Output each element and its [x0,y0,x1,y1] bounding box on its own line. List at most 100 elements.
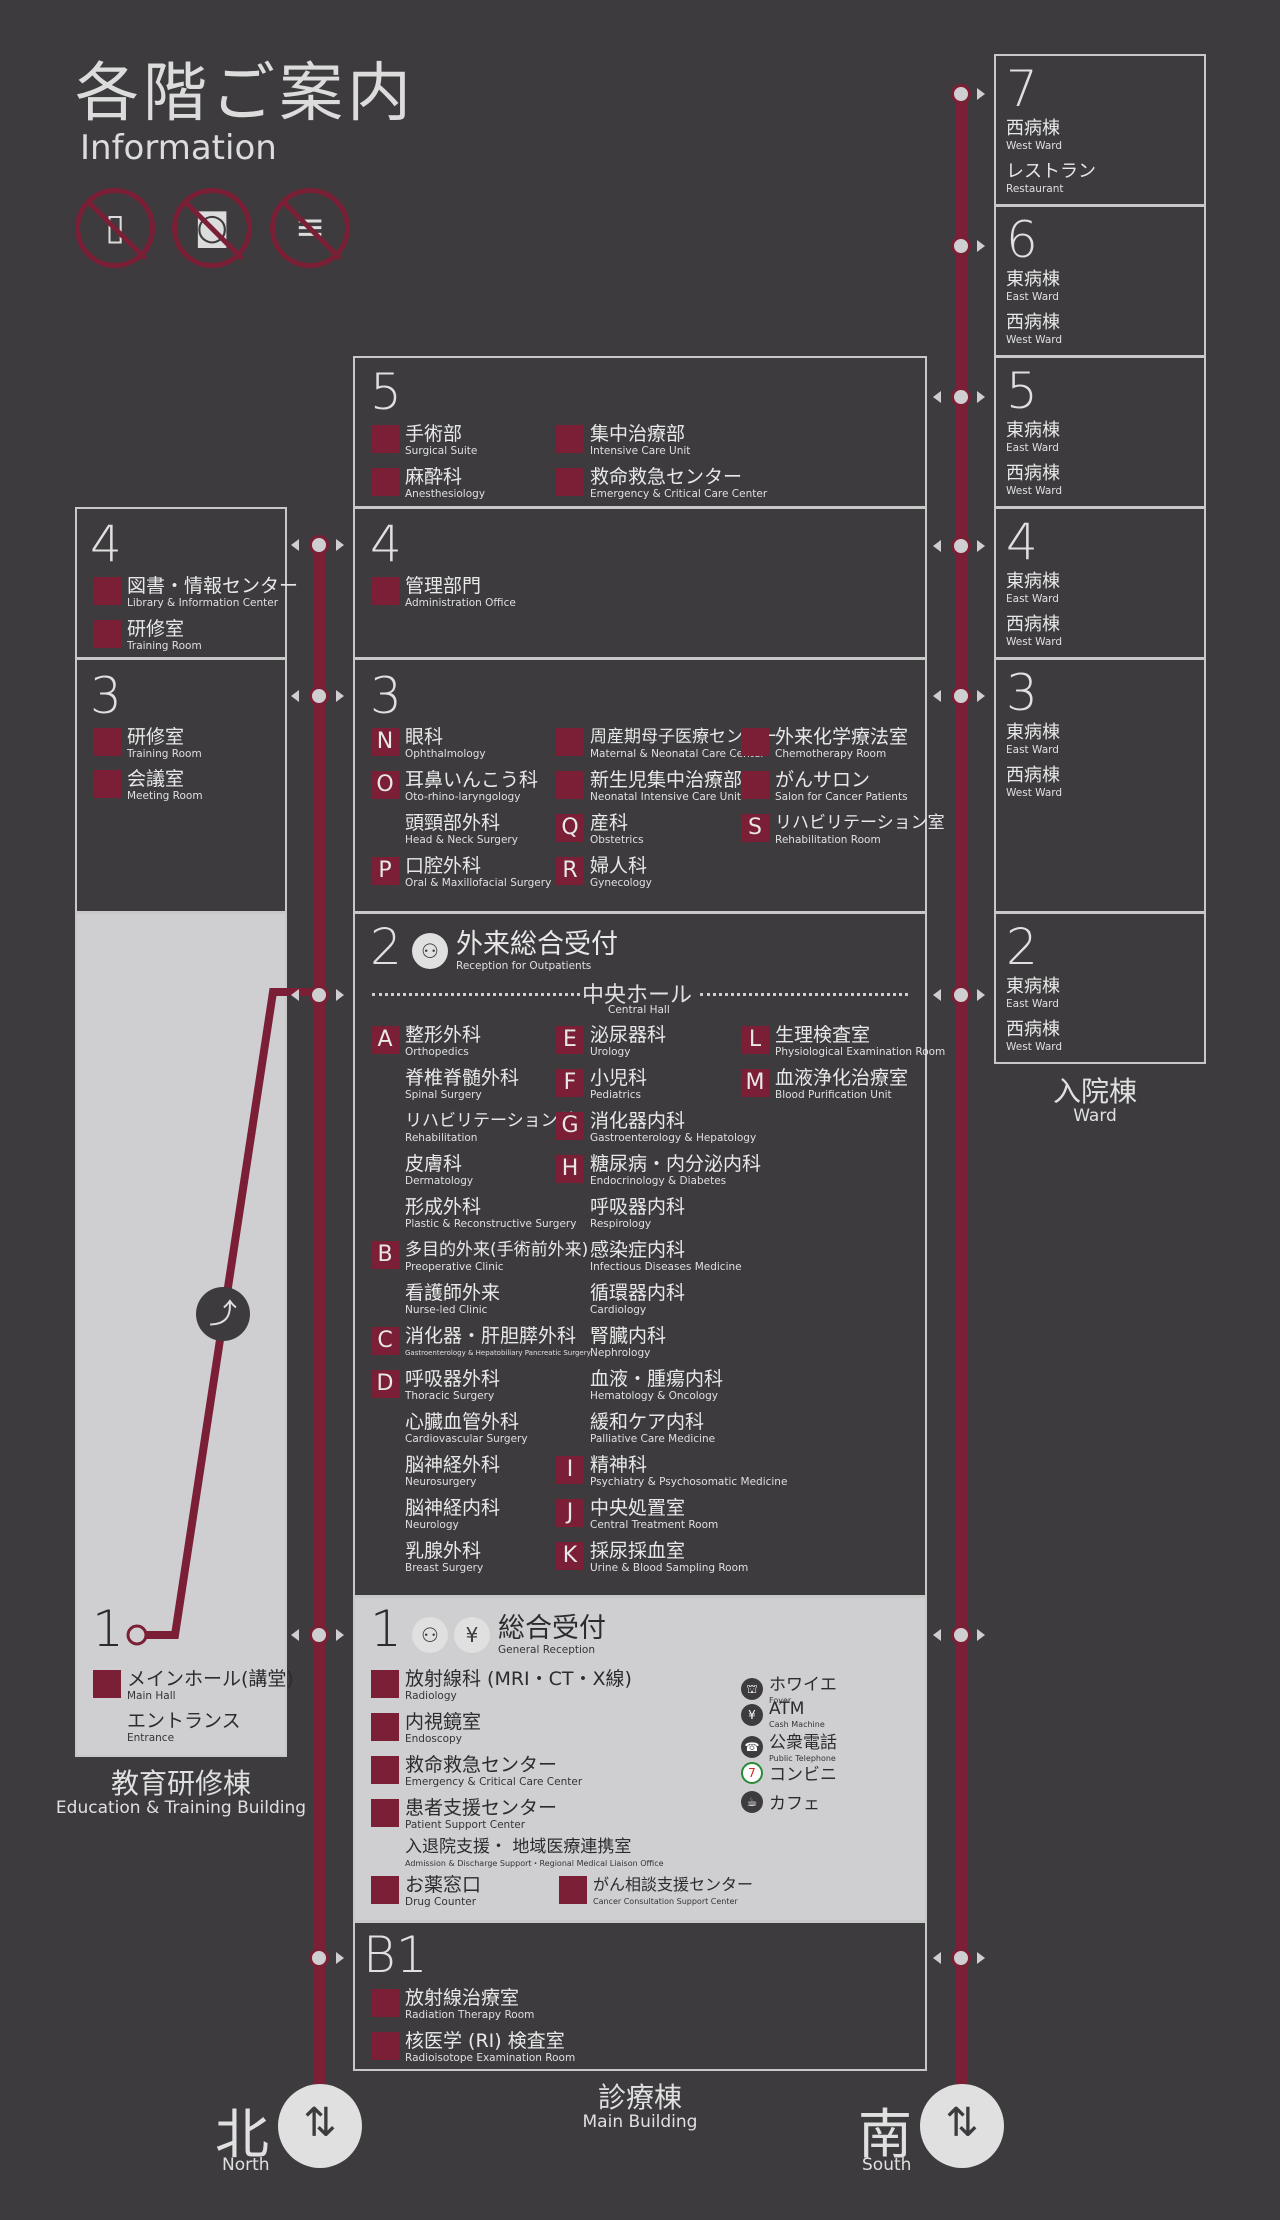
floor-stop-node [309,686,329,706]
escalator-icon: ⤴ [196,1287,250,1341]
ward-floor-5-number: 5 [1006,362,1038,420]
floor-stop-node [951,985,971,1005]
floor-stop-node [951,387,971,407]
hall-divider-left [372,993,580,996]
edu-floor-3-number: 3 [90,667,122,725]
main-floor-4-number: 4 [370,515,402,573]
floor-stop-node [309,1948,329,1968]
direction-arrow-icon [977,1952,985,1964]
ward-caption-en: Ward [1073,1106,1117,1126]
direction-arrow-icon [977,391,985,403]
ward-floor-6-number: 6 [1006,211,1038,269]
no-phone-icon: ▯ [75,188,155,268]
direction-arrow-icon [291,539,299,551]
direction-arrow-icon [933,989,941,1001]
ward-floor-2 [994,912,1206,1064]
direction-arrow-icon [933,540,941,552]
admission-support: 入退院支援・ 地域医療連携室 Admission & Discharge Sup… [405,1837,664,1868]
direction-arrow-icon [977,240,985,252]
direction-arrow-icon [291,690,299,702]
main-floor-2-number: 2 [370,918,402,976]
reception-icon: ⚇ [412,933,448,969]
floor-stop-node [951,1948,971,1968]
no-camera-icon: ◙ [172,188,252,268]
south-elevator-icon: ⇅ [920,2084,1004,2168]
direction-arrow-icon [977,989,985,1001]
direction-arrow-icon [336,1952,344,1964]
phone-icon: ☎ [741,1735,763,1758]
direction-arrow-icon [977,690,985,702]
main-1-item-0: 放射線科 (MRI・CT・X線)Radiology [371,1668,632,1702]
page-subtitle: Information [80,128,277,168]
floor-stop-node [951,536,971,556]
direction-arrow-icon [933,391,941,403]
direction-arrow-icon [977,1629,985,1641]
page-title: 各階ご案内 [75,57,415,131]
floor-stop-node [951,236,971,256]
main-floor-3-number: 3 [370,667,402,725]
direction-arrow-icon [933,1629,941,1641]
direction-arrow-icon [336,539,344,551]
central-hall-label: 中央ホール [582,983,693,1008]
floor-stop-node [309,1625,329,1645]
edu-caption-jp: 教育研修棟 [110,1767,251,1800]
direction-arrow-icon [336,989,344,1001]
edu-floor-4-number: 4 [90,515,122,573]
ward-floor-7-number: 7 [1006,60,1038,118]
south-elevator-shaft [955,85,967,2130]
edu-caption-en: Education & Training Building [55,1798,307,1818]
yen-icon: ¥ [454,1617,490,1653]
direction-arrow-icon [291,1629,299,1641]
direction-arrow-icon [336,1629,344,1641]
ward-floor-2-number: 2 [1006,918,1038,976]
escalator-route [126,988,315,1646]
direction-arrow-icon [336,690,344,702]
main-floor-1-number: 1 [370,1600,402,1658]
atm-icon: ¥ [741,1704,763,1726]
